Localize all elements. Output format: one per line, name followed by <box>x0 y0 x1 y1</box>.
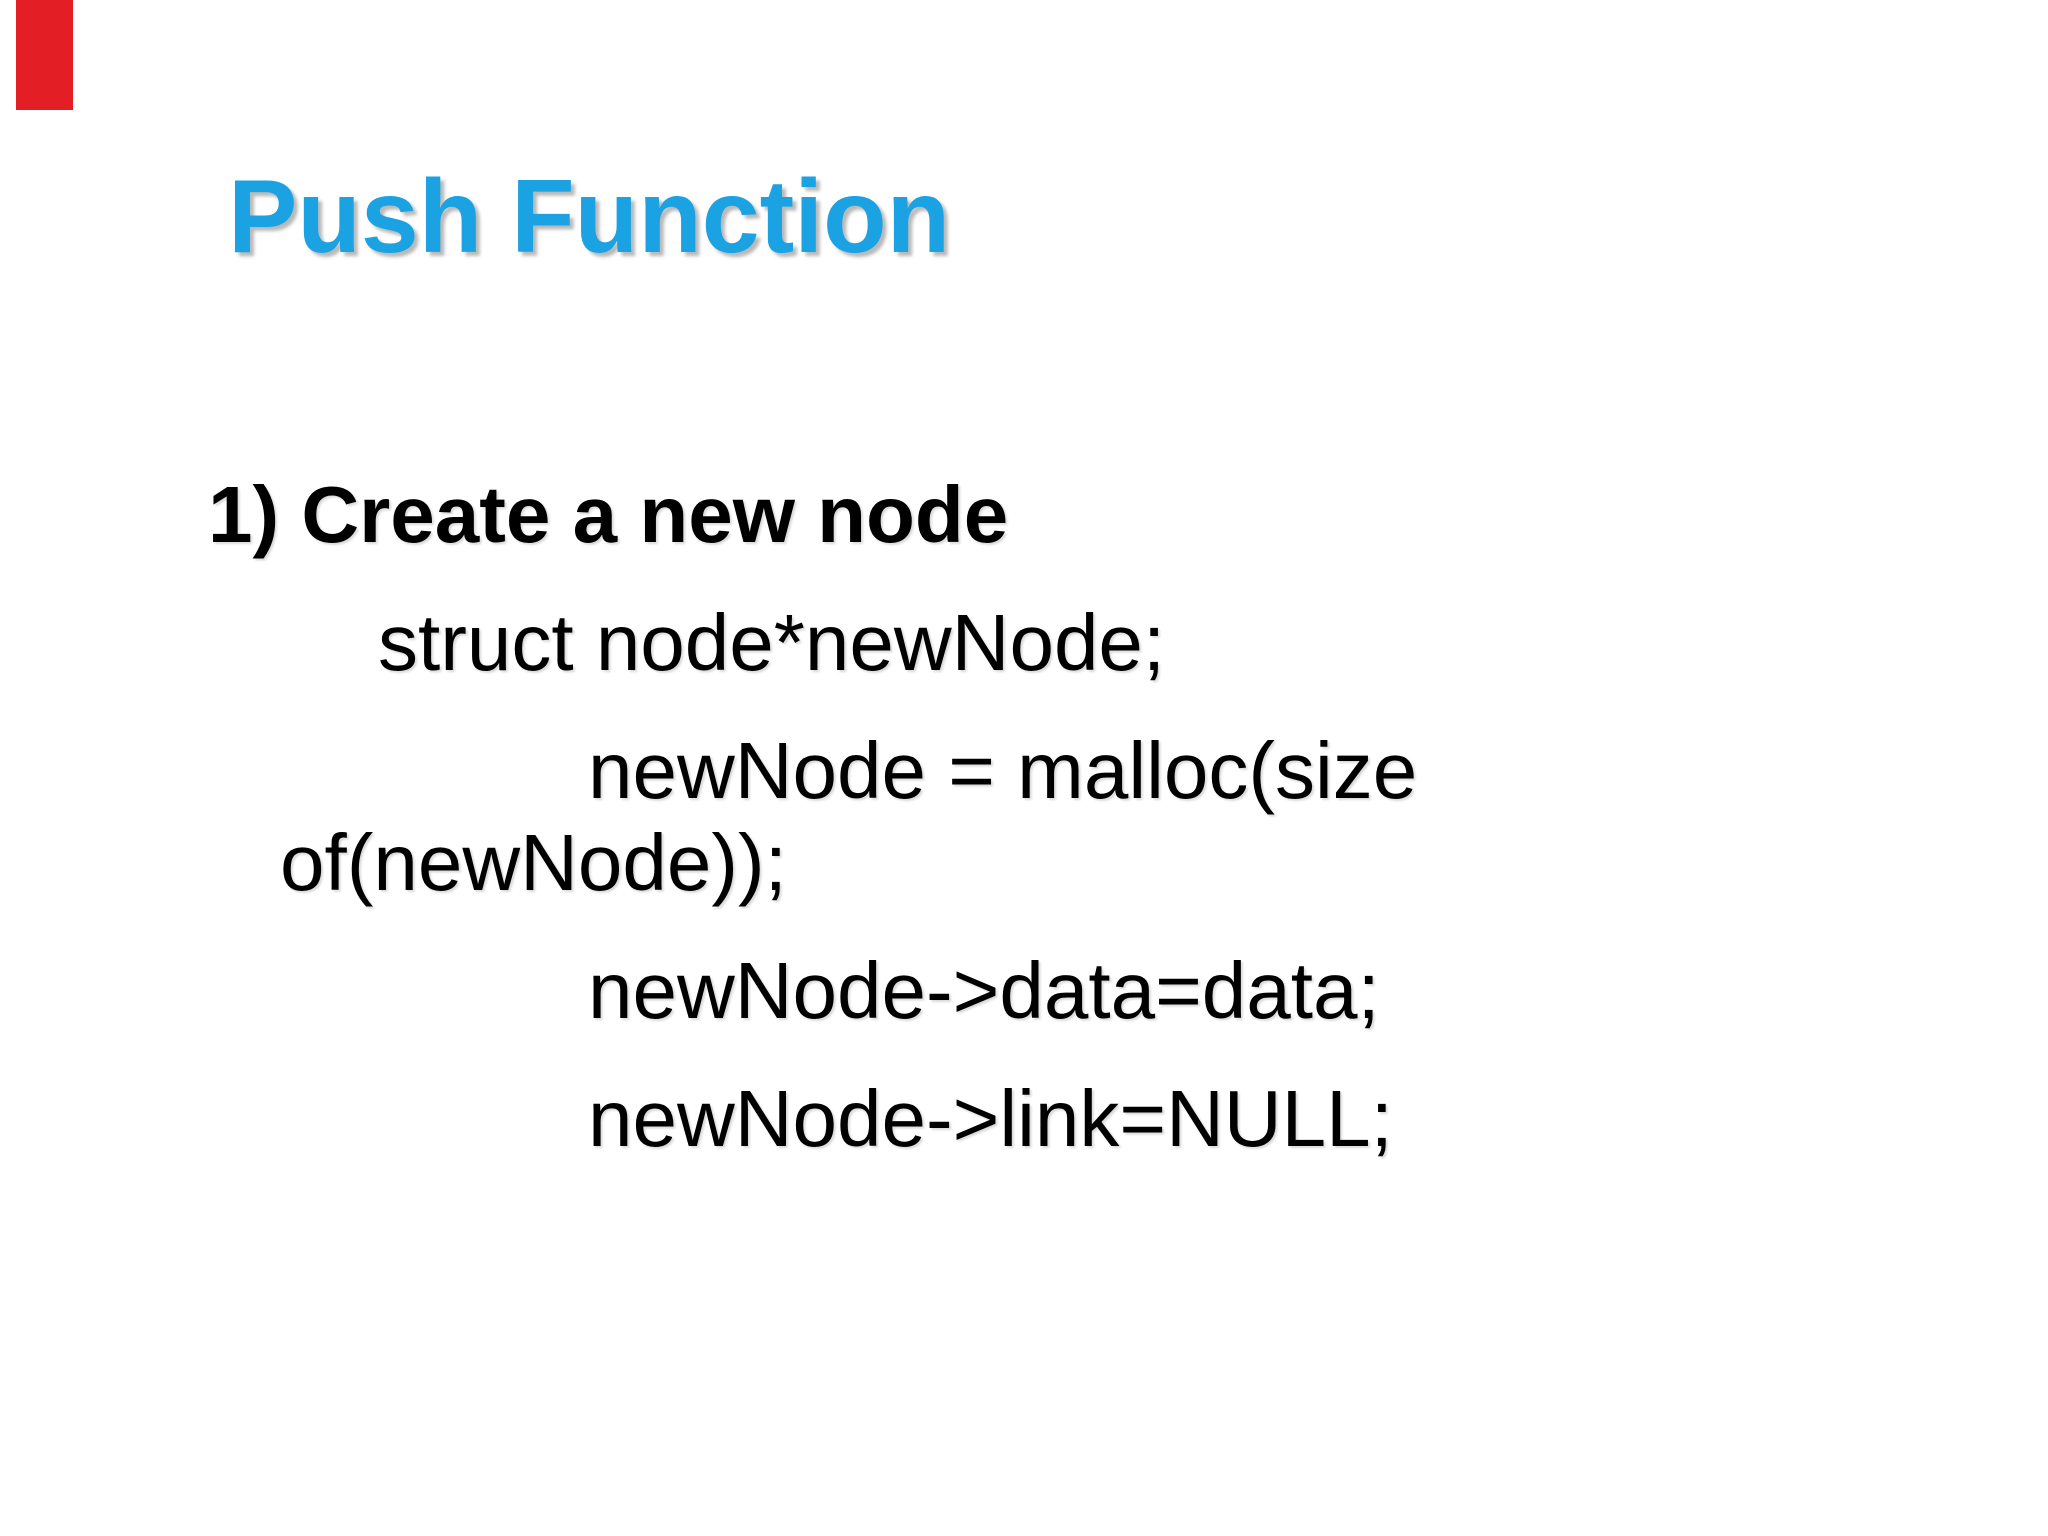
code-line-malloc: newNode = malloc(size <box>588 726 1418 815</box>
slide-body: 1) Create a new node struct node*newNode… <box>208 469 1708 1165</box>
body-heading: 1) Create a new node <box>208 470 1009 559</box>
slide-title: Push Function <box>228 159 951 275</box>
code-line-link-assign: newNode->link=NULL; <box>588 1074 1393 1163</box>
code-line-data-assign: newNode->data=data; <box>588 946 1380 1035</box>
red-accent-bar <box>16 0 73 110</box>
code-line-struct: struct node*newNode; <box>378 598 1166 687</box>
code-line-malloc-continuation: of(newNode)); <box>280 818 787 907</box>
